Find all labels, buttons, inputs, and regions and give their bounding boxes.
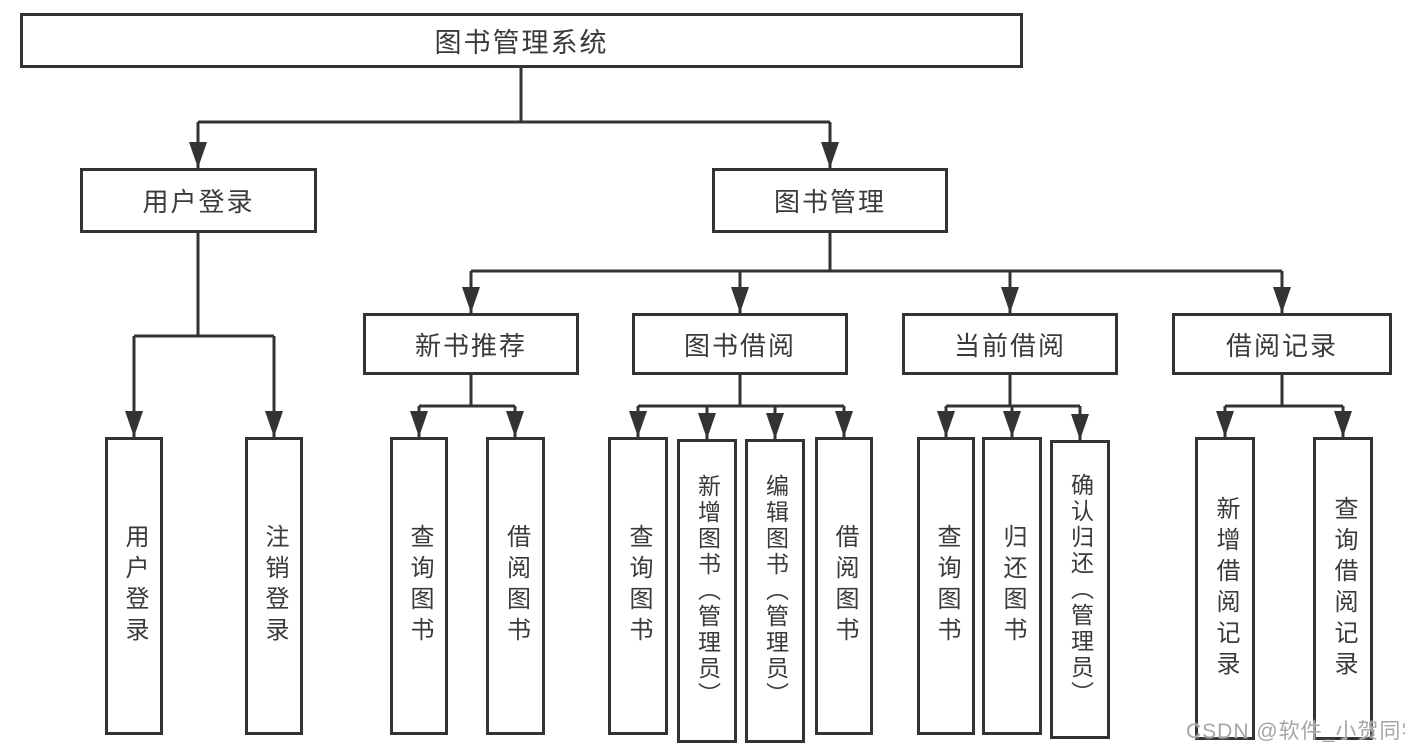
node-book-borrowing: 图书借阅: [632, 313, 848, 375]
node-borrowing-records: 借阅记录: [1172, 313, 1392, 375]
node-new-book-recommendation: 新书推荐: [363, 313, 579, 375]
leaf-user-login: 用户登录: [105, 437, 163, 735]
leaf-borrow-books: 借阅图书: [486, 437, 545, 735]
node-label: 查询图书: [406, 524, 433, 648]
node-label: 图书管理系统: [434, 28, 609, 58]
node-label: 查询图书: [625, 524, 652, 648]
leaf-query-books: 查询图书: [917, 437, 975, 735]
node-label: 用户登录: [121, 524, 148, 648]
node-label: 借阅图书: [831, 524, 858, 648]
node-book-management-branch: 图书管理: [712, 168, 948, 233]
node-label: 用户登录: [142, 187, 255, 217]
leaf-query-books: 查询图书: [390, 437, 448, 735]
node-label: 新书推荐: [414, 330, 527, 361]
node-label: 图书借阅: [683, 330, 796, 361]
node-label: 图书管理: [773, 187, 886, 217]
node-label: 新增图书（管理员）: [694, 474, 721, 708]
leaf-logout: 注销登录: [245, 437, 303, 735]
leaf-query-books: 查询图书: [608, 437, 668, 735]
leaf-borrow-books: 借阅图书: [815, 437, 873, 735]
leaf-return-books: 归还图书: [982, 437, 1042, 735]
leaf-query-borrow-record: 查询借阅记录: [1313, 437, 1373, 740]
node-label: 新增借阅记录: [1212, 495, 1239, 682]
leaf-confirm-return-admin: 确认归还（管理员）: [1050, 440, 1110, 739]
leaf-add-books-admin: 新增图书（管理员）: [677, 439, 737, 743]
node-label: 借阅图书: [502, 524, 530, 648]
csdn-watermark: CSDN @软件_小贺同学: [1186, 720, 1405, 743]
node-user-login-branch: 用户登录: [80, 168, 317, 233]
leaf-edit-books-admin: 编辑图书（管理员）: [745, 439, 805, 743]
node-label: 注销登录: [261, 524, 288, 648]
arrowhead-icons: [125, 142, 1352, 440]
leaf-add-borrow-record: 新增借阅记录: [1195, 437, 1255, 740]
node-label: 编辑图书（管理员）: [762, 474, 789, 708]
node-label: 确认归还（管理员）: [1067, 472, 1094, 707]
connector-lines: [132, 68, 1345, 440]
node-label: 借阅记录: [1225, 330, 1338, 361]
node-label: 查询借阅记录: [1330, 495, 1357, 682]
node-label: 查询图书: [933, 524, 960, 648]
node-label: 归还图书: [999, 524, 1026, 648]
node-label: 当前借阅: [953, 330, 1066, 361]
node-library-management-system: 图书管理系统: [20, 13, 1023, 68]
node-current-borrowing: 当前借阅: [902, 313, 1118, 375]
